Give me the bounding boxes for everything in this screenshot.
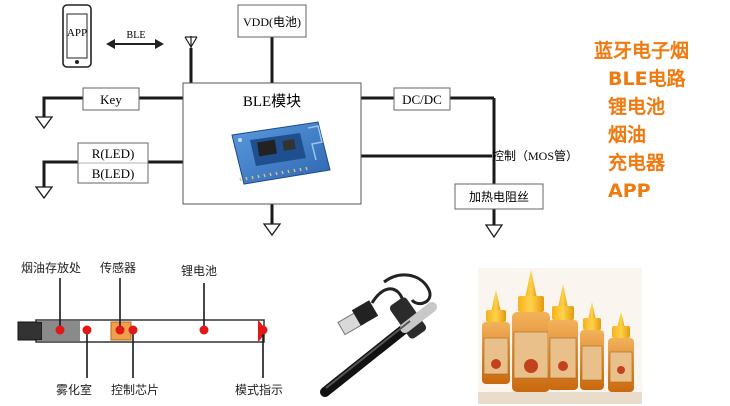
ble-module-box: BLE模块 <box>182 82 362 205</box>
control-mos-label: 控制（MOS管） <box>492 148 578 163</box>
feature-item: APP <box>608 180 651 202</box>
key-label: Key <box>100 92 122 107</box>
vdd-battery-box: VDD(电池) <box>237 4 307 38</box>
ecig-cross-section: 烟油存放处 传感器 锂电池 雾化室 控制芯片 模式指示 <box>17 260 283 397</box>
dcdc-label: DC/DC <box>402 92 442 107</box>
ble-module-label: BLE模块 <box>243 93 301 110</box>
led-box: R(LED) B(LED) <box>77 142 149 184</box>
e-liquid-bottles-photo <box>478 268 642 404</box>
feature-list-title: 蓝牙电子烟 <box>594 39 689 62</box>
ground-icon <box>484 224 504 239</box>
circuit-wiring <box>42 37 496 225</box>
dcdc-box: DC/DC <box>393 87 451 111</box>
oil-bottle-icon <box>580 302 604 390</box>
heater-label: 加热电阻丝 <box>469 190 529 204</box>
control-chip-label: 控制芯片 <box>111 383 159 397</box>
mode-indicator-label: 模式指示 <box>235 382 283 397</box>
ground-symbols <box>34 116 504 239</box>
antenna-icon <box>184 36 198 50</box>
led-b-label: B(LED) <box>92 166 135 181</box>
led-r-label: R(LED) <box>92 146 135 161</box>
feature-item: 烟油 <box>608 123 646 146</box>
ble-link-arrow: BLE <box>106 30 164 49</box>
sensor-label: 传感器 <box>100 260 136 275</box>
oil-bottle-icon <box>512 270 550 392</box>
feature-list: 蓝牙电子烟 BLE电路 锂电池 烟油 充电器 APP <box>594 39 689 202</box>
ground-icon <box>34 186 54 200</box>
key-box: Key <box>82 87 140 111</box>
ble-module-pcb-icon <box>231 121 331 185</box>
oil-bottle-icon <box>482 290 510 384</box>
phone-icon: APP <box>62 4 92 68</box>
oil-storage-label: 烟油存放处 <box>21 260 81 275</box>
oil-bottle-icon <box>548 284 578 390</box>
phone-label: APP <box>67 27 87 39</box>
vdd-label: VDD(电池) <box>243 15 301 29</box>
oil-bottle-icon <box>608 312 634 392</box>
feature-item: 充电器 <box>608 151 666 174</box>
ble-link-label: BLE <box>127 30 146 41</box>
charger-ecig-photo <box>320 273 437 397</box>
battery-label: 锂电池 <box>181 263 217 278</box>
ground-icon <box>262 223 282 237</box>
feature-item: 锂电池 <box>608 95 665 118</box>
heater-box: 加热电阻丝 <box>454 183 544 210</box>
usb-plug-icon <box>337 300 379 336</box>
feature-item: BLE电路 <box>608 67 687 90</box>
ground-icon <box>34 116 54 130</box>
atomizer-label: 雾化室 <box>56 382 92 397</box>
